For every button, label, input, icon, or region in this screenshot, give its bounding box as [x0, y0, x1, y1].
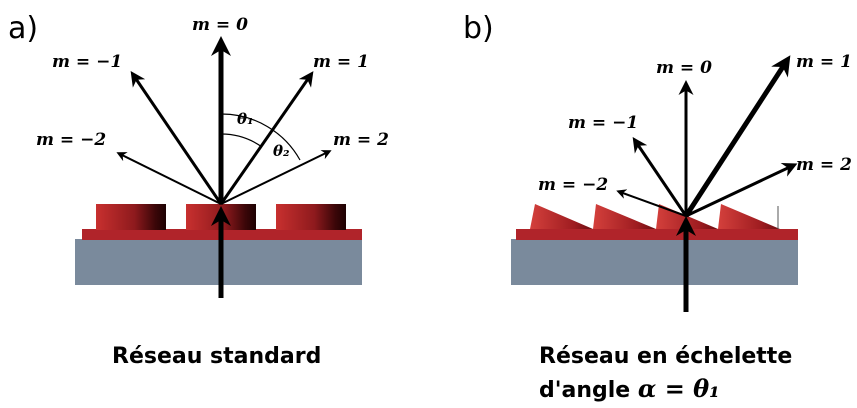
panel-b-substrate — [511, 239, 798, 285]
panel-b-caption-line2-math: α = θ₁ — [638, 374, 720, 403]
panel-b-order-2-arrow — [685, 163, 798, 218]
panel-b-order-minus1-arrow — [632, 137, 688, 217]
panel-b-blazed-teeth — [530, 204, 780, 229]
panel-b-order-minus2-arrow — [616, 189, 687, 217]
panel-b-order-0-label: m = 0 — [656, 58, 712, 78]
panel-b-order-2-label: m = 2 — [796, 155, 852, 175]
panel-a-order-minus1-label: m = −1 — [52, 52, 122, 72]
panel-a-order-2-arrow — [220, 150, 332, 205]
panel-a-theta1-arc — [220, 133, 263, 148]
panel-a-order-minus2-label: m = −2 — [36, 130, 106, 150]
panel-b: b) m = 0 m = 1 m = −1 m = −2 m = 2 Résea… — [463, 11, 852, 403]
panel-a-grating-teeth — [96, 204, 346, 230]
panel-b-caption-line2: d'angle α = θ₁ — [539, 374, 720, 403]
panel-b-order-1-label: m = 1 — [796, 52, 852, 72]
panel-a-theta1-label: θ₁ — [237, 110, 254, 128]
panel-b-order-minus2-label: m = −2 — [538, 175, 608, 195]
panel-a-caption: Réseau standard — [112, 344, 321, 369]
panel-b-caption-line2-text: d'angle — [539, 378, 638, 403]
panel-a-order-minus1-arrow — [130, 71, 223, 205]
panel-a-tooth — [276, 204, 346, 230]
panel-a-theta2-arc — [220, 113, 301, 161]
panel-b-blazed-tooth — [718, 204, 780, 229]
panel-b-blazed-tooth — [593, 204, 656, 229]
panel-a-theta2-label: θ₂ — [273, 142, 290, 160]
panel-b-order-minus1-label: m = −1 — [568, 113, 638, 133]
panel-a-order-minus2-arrow — [116, 152, 222, 205]
panel-a: a) θ₁ θ₂ m = 0 m = −1 m = 1 m = −2 m = 2 — [8, 11, 389, 369]
panel-a-tooth — [96, 204, 166, 230]
panel-a-letter: a) — [8, 11, 38, 46]
panel-b-order-1-arrow — [683, 55, 791, 218]
panel-b-letter: b) — [463, 11, 494, 46]
panel-b-caption-line1: Réseau en échelette — [539, 344, 792, 369]
panel-a-order-2-label: m = 2 — [333, 130, 389, 150]
panel-a-order-0-label: m = 0 — [192, 15, 248, 35]
panel-b-blazed-tooth — [530, 204, 593, 229]
panel-a-order-1-arrow — [219, 71, 314, 205]
panel-b-grating-base — [516, 229, 798, 240]
panel-a-order-1-label: m = 1 — [313, 52, 369, 72]
